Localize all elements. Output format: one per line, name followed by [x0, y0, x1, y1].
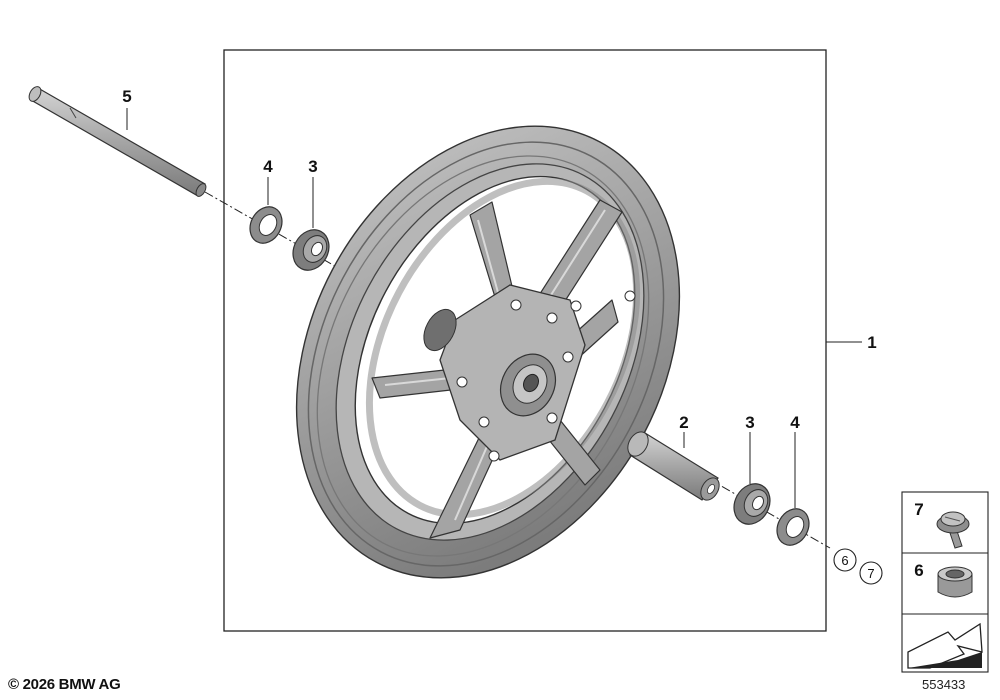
seal-ring-left[interactable] [244, 201, 288, 249]
collar-screw[interactable] [936, 511, 970, 549]
callout-4-left: 4 [263, 157, 273, 176]
rim-groove-1 [307, 141, 665, 567]
callout-1: 1 [867, 333, 876, 352]
leader-lines [126, 108, 862, 508]
callout-6-circled: 6 [833, 548, 857, 572]
svg-text:6: 6 [841, 553, 848, 568]
callout-7-circled: 7 [859, 561, 883, 585]
callout-3-left: 3 [308, 157, 317, 176]
seal-ring-right[interactable] [771, 503, 815, 551]
bearing-left[interactable] [286, 223, 336, 276]
legend-label-6: 6 [914, 561, 923, 580]
diagram-id: 553433 [922, 677, 966, 692]
legend-label-7: 7 [914, 500, 923, 519]
svg-text:7: 7 [867, 566, 874, 581]
callout-5: 5 [122, 87, 131, 106]
copyright-text: © 2026 BMW AG [8, 676, 121, 693]
bushing[interactable] [937, 566, 973, 598]
axle-shaft[interactable] [27, 85, 208, 198]
callout-4-right: 4 [790, 413, 800, 432]
parts-legend: 7 6 [901, 491, 989, 673]
assembly-frame [223, 49, 827, 632]
spacer-sleeve[interactable] [624, 428, 723, 503]
callout-2: 2 [679, 413, 688, 432]
arrow-pictogram-icon [907, 622, 983, 669]
callout-3-right: 3 [745, 413, 754, 432]
rim-groove-2 [316, 155, 650, 557]
front-wheel[interactable] [221, 59, 755, 645]
rim-inner-shadow [365, 177, 641, 519]
wheel-hub [423, 284, 636, 462]
bearing-right[interactable] [727, 477, 777, 530]
